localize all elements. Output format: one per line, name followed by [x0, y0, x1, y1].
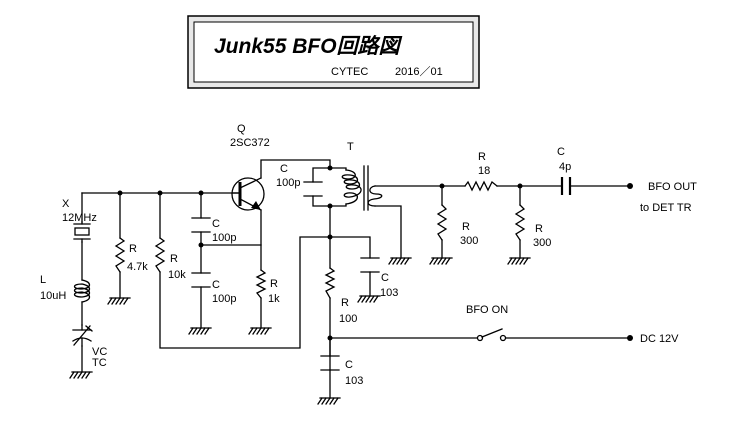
label-r-feed: R	[341, 297, 349, 309]
label-c2: C	[212, 279, 220, 291]
label-c-out: C	[557, 146, 565, 158]
label-r1-val: 4.7k	[127, 261, 148, 273]
label-t: T	[347, 141, 354, 153]
label-l: L	[40, 274, 46, 286]
label-r-out: R	[535, 223, 543, 235]
label-c-dec: C	[381, 272, 389, 284]
label-to-det: to DET TR	[640, 202, 692, 214]
label-c1: C	[212, 218, 220, 230]
label-r-sec-val: 300	[460, 235, 478, 247]
diagram-title: Junk55 BFO回路図	[214, 34, 403, 58]
resistor-1k	[255, 269, 267, 299]
label-vc: VC	[92, 346, 107, 358]
label-tc: TC	[92, 357, 107, 369]
company-name: CYTEC	[331, 66, 368, 78]
capacitor-103-bottom	[320, 355, 340, 371]
wires	[81, 159, 629, 399]
label-x: X	[62, 198, 70, 210]
label-dc: DC 12V	[640, 333, 679, 345]
trimmer-capacitor	[72, 324, 93, 347]
bfo-on-switch	[476, 328, 507, 342]
capacitor-100p-upper	[191, 217, 211, 233]
capacitor-4p	[560, 177, 572, 195]
label-c-bot: C	[345, 359, 353, 371]
title-block: Junk55 BFO回路図 CYTEC 2016／01	[187, 15, 480, 89]
label-c2-val: 100p	[212, 293, 236, 305]
date-label: 2016／01	[395, 65, 443, 78]
resistor-100	[324, 267, 336, 299]
label-c-out-val: 4p	[559, 161, 571, 173]
label-q-part: 2SC372	[230, 137, 270, 149]
label-r3: R	[270, 278, 278, 290]
grounds	[69, 257, 531, 405]
component-labels: Q 2SC372 X 12MHz L 10uH VC TC R 4.7k R 1…	[40, 123, 697, 387]
capacitor-100p-tank	[303, 181, 323, 197]
inductor-l	[73, 279, 91, 303]
transistor-q	[231, 177, 265, 211]
crystal-x	[73, 221, 91, 243]
label-q: Q	[237, 123, 246, 135]
label-bfo-on: BFO ON	[466, 304, 508, 316]
label-r2-val: 10k	[168, 269, 186, 281]
label-l-val: 10uH	[40, 290, 66, 302]
label-r-feed-val: 100	[339, 313, 357, 325]
label-c-dec-val: 103	[380, 287, 398, 299]
label-bfo-out: BFO OUT	[648, 181, 697, 193]
label-r3-val: 1k	[268, 293, 280, 305]
label-r-ser: R	[478, 151, 486, 163]
junctions	[117, 165, 633, 341]
label-r-ser-val: 18	[478, 165, 490, 177]
label-c-tank: C	[280, 163, 288, 175]
label-r-sec: R	[462, 221, 470, 233]
resistor-300-secondary	[436, 204, 448, 241]
label-c-bot-val: 103	[345, 375, 363, 387]
transformer-t	[341, 165, 383, 211]
resistor-10k	[154, 237, 166, 273]
capacitor-100p-lower	[191, 272, 211, 288]
label-r-out-val: 300	[533, 237, 551, 249]
label-r1: R	[129, 243, 137, 255]
label-r2: R	[170, 253, 178, 265]
resistor-4-7k	[114, 237, 126, 273]
label-c1-val: 100p	[212, 232, 236, 244]
label-x-val: 12MHz	[62, 212, 97, 224]
resistor-300-output	[514, 204, 526, 241]
capacitor-103-decoupling	[360, 257, 380, 273]
resistor-18	[464, 180, 498, 192]
label-c-tank-val: 100p	[276, 177, 300, 189]
